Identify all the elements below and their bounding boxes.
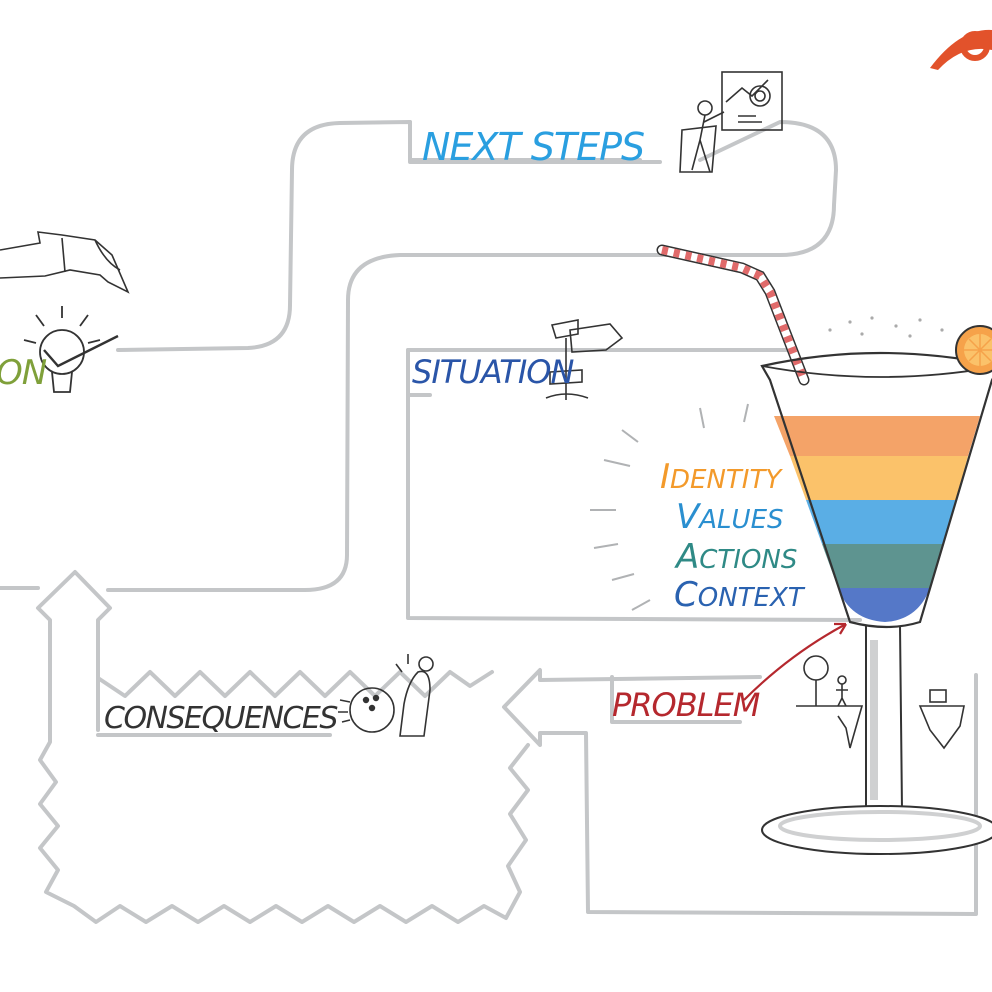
cocktail-glass-icon (656, 244, 992, 855)
outer-path-line (106, 120, 838, 592)
emphasis-rays (590, 403, 749, 611)
consequences-cloud (36, 570, 530, 924)
level-actions-rest: CTIONS (699, 545, 797, 575)
lightbulb-check-icon (23, 306, 119, 393)
brand-logo-icon (930, 29, 992, 70)
level-actions: ACTIONS (674, 537, 797, 577)
straw-icon (656, 244, 810, 386)
layer-blue (806, 500, 956, 544)
pointing-hand-icon (0, 231, 130, 294)
level-actions-initial: A (674, 537, 699, 577)
problem-arrow (502, 668, 978, 916)
glass-stem (865, 625, 903, 811)
level-identity: IDENTITY (660, 457, 783, 497)
level-context-rest: ONTEXT (698, 583, 806, 613)
consequences-label: CONSEQUENCES (104, 701, 338, 736)
next-steps-label: NEXT STEPS (422, 125, 644, 169)
level-values: VALUES (676, 497, 784, 537)
problem-pointer-arrow (743, 623, 847, 701)
level-identity-initial: I (660, 457, 670, 497)
orange-slice-icon (955, 325, 992, 375)
level-values-rest: ALUES (697, 505, 783, 535)
situation-left-edge (406, 348, 432, 397)
layer-teal (822, 544, 944, 588)
bowling-icon (338, 654, 434, 737)
presenter-board-icon (679, 71, 783, 173)
level-identity-rest: DENTITY (670, 465, 783, 495)
layer-orange (774, 416, 980, 456)
level-context-initial: C (674, 575, 698, 615)
glass-bowl (760, 351, 992, 629)
problem-label: PROBLEM (612, 686, 760, 724)
problem-frame (610, 675, 742, 724)
signpost-icon (545, 319, 624, 400)
next-steps-frame (408, 120, 662, 164)
fizz-dots (828, 316, 944, 338)
solution-label: ON (0, 353, 47, 393)
level-values-initial: V (676, 497, 702, 537)
layer-navy (838, 588, 930, 622)
layer-yellow (790, 456, 968, 500)
cliff-gap-icon (796, 655, 965, 750)
level-context: CONTEXT (674, 575, 806, 615)
levels-list: IDENTITY VALUES ACTIONS CONTEXT (660, 457, 806, 615)
glass-base (761, 805, 992, 855)
situation-label: SITUATION (412, 353, 574, 391)
